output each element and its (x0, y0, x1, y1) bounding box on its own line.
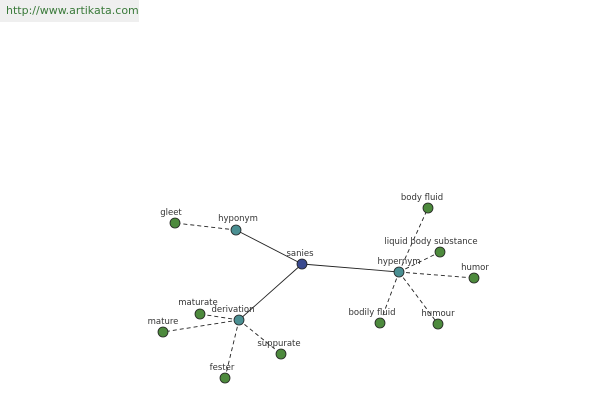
node-hypernym[interactable] (393, 266, 405, 278)
node-label-suppurate[interactable]: suppurate (257, 339, 300, 349)
node-humor[interactable] (468, 272, 480, 284)
node-derivation[interactable] (233, 314, 245, 326)
edges-layer (162, 207, 475, 379)
edge-derivation-suppurate (238, 319, 282, 355)
node-gleet[interactable] (169, 217, 181, 229)
edge-hypernym-humor (398, 271, 475, 279)
edge-hypernym-bodily-fluid (379, 271, 400, 324)
node-label-maturate[interactable]: maturate (178, 298, 217, 308)
nodes-layer (157, 202, 480, 384)
url-banner: http://www.artikata.com (0, 0, 139, 22)
edge-hypernym-body-fluid (398, 207, 429, 273)
node-suppurate[interactable] (275, 348, 287, 360)
node-sanies[interactable] (296, 258, 308, 270)
node-label-humour[interactable]: humour (421, 309, 455, 319)
node-fester[interactable] (219, 372, 231, 384)
node-label-body-fluid[interactable]: body fluid (401, 193, 443, 203)
node-mature[interactable] (157, 326, 169, 338)
edge-derivation-mature (162, 319, 240, 333)
node-label-liquid-body-substance[interactable]: liquid body substance (384, 237, 477, 247)
node-label-derivation[interactable]: derivation (211, 305, 254, 315)
node-label-bodily-fluid[interactable]: bodily fluid (349, 308, 396, 318)
node-body-fluid[interactable] (422, 202, 434, 214)
edge-derivation-fester (224, 319, 240, 379)
node-liquid-body-substance[interactable] (434, 246, 446, 258)
node-label-hyponym[interactable]: hyponym (218, 214, 258, 224)
edge-hypernym-humour (398, 271, 439, 325)
node-label-gleet[interactable]: gleet (160, 208, 182, 218)
edge-hypernym-liquid-body-substance (398, 251, 441, 273)
node-hyponym[interactable] (230, 224, 242, 236)
edge-sanies-hypernym (301, 263, 400, 273)
site-url-link[interactable]: http://www.artikata.com (6, 4, 139, 17)
node-label-humor[interactable]: humor (461, 263, 489, 273)
edge-sanies-derivation (238, 263, 303, 321)
node-label-sanies[interactable]: sanies (286, 249, 314, 259)
labels-layer: sanies hyponym derivation hypernym gleet matu… (148, 193, 490, 373)
edge-sanies-hyponym (235, 229, 303, 265)
node-bodily-fluid[interactable] (374, 317, 386, 329)
node-label-mature[interactable]: mature (148, 317, 179, 327)
node-maturate[interactable] (194, 308, 206, 320)
edge-hyponym-gleet (174, 222, 237, 231)
node-label-hypernym[interactable]: hypernym (377, 257, 420, 267)
node-label-fester[interactable]: fester (210, 363, 235, 373)
node-humour[interactable] (432, 318, 444, 330)
